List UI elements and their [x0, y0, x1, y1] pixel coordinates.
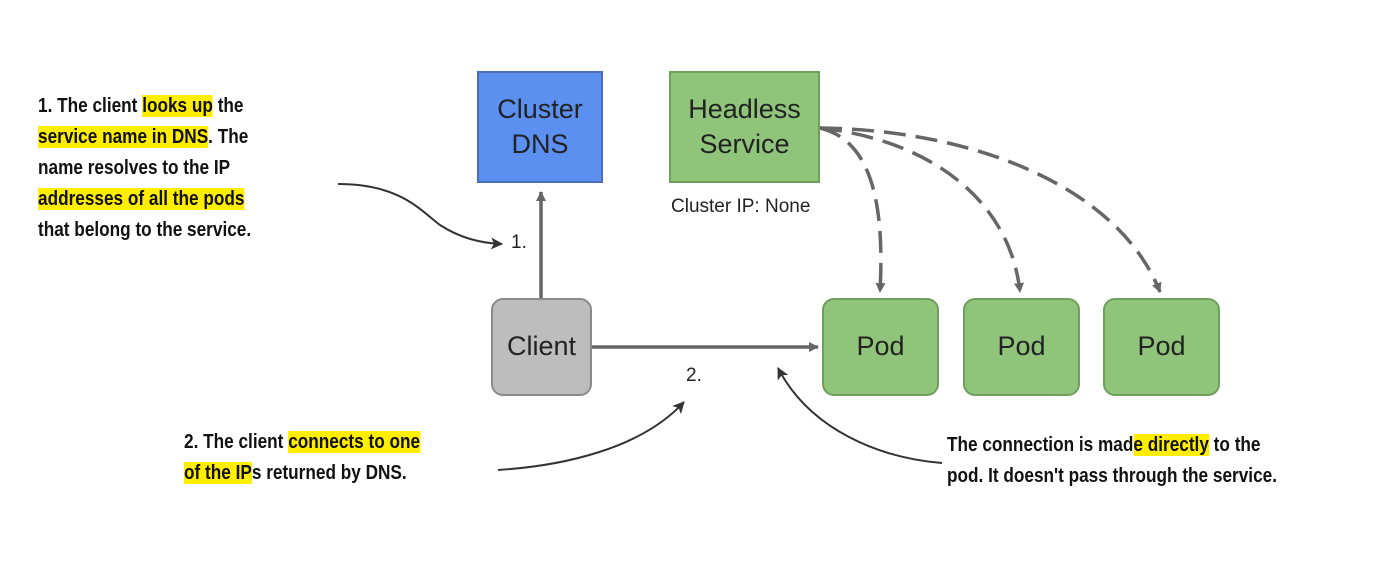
note-line: service name in DNS. The	[38, 122, 251, 153]
highlighted-text: connects to one	[288, 431, 421, 453]
note-direct-connection: The connection is made directly to the po…	[947, 430, 1277, 492]
highlighted-text: addresses of all the pods	[38, 188, 245, 210]
note-line: addresses of all the pods	[38, 184, 251, 215]
client-label: Client	[506, 331, 577, 362]
pod-box: Pod	[822, 298, 939, 396]
pod-label: Pod	[997, 331, 1046, 362]
pod-label: Pod	[856, 331, 905, 362]
note-text: 1. The client	[38, 95, 143, 117]
cluster-dns-label-line1: Cluster	[497, 93, 583, 124]
dashed-arrow-service-to-pod-1	[819, 126, 886, 293]
note-line: The connection is made directly to the	[947, 430, 1277, 461]
dashed-arrow-service-to-pod-3	[819, 126, 1162, 293]
note-text: 2. The client	[184, 431, 289, 453]
note-text: pod. It doesn't pass through the service…	[947, 465, 1277, 487]
step-1-label: 1.	[511, 232, 527, 253]
note-line: that belong to the service.	[38, 215, 251, 246]
client-box: Client	[491, 298, 592, 396]
highlighted-text: e directly	[1133, 434, 1209, 456]
note-text: The connection is mad	[947, 434, 1134, 456]
note-text: the	[212, 95, 244, 117]
pod-box: Pod	[963, 298, 1080, 396]
note-line: name resolves to the IP	[38, 153, 251, 184]
note-text: to the	[1208, 434, 1261, 456]
note-text: name resolves to the IP	[38, 157, 231, 179]
note-line: 2. The client connects to one	[184, 427, 421, 458]
note-text: s returned by DNS.	[251, 462, 407, 484]
step-2-label: 2.	[686, 365, 702, 386]
pod-box: Pod	[1103, 298, 1220, 396]
highlighted-text: service name in DNS	[38, 126, 209, 148]
cluster-dns-box: Cluster DNS	[477, 71, 603, 183]
note-text: that belong to the service.	[38, 219, 252, 241]
callout-curve-connect	[497, 401, 685, 471]
headless-service-label-line2: Service	[699, 129, 790, 159]
highlighted-text: looks up	[142, 95, 213, 117]
note-line: pod. It doesn't pass through the service…	[947, 461, 1277, 492]
highlighted-text: of the IP	[184, 462, 252, 484]
pod-label: Pod	[1137, 331, 1186, 362]
cluster-dns-label-line2: DNS	[511, 129, 569, 159]
callout-curve-dns-lookup	[337, 183, 503, 250]
note-line: 1. The client looks up the	[38, 91, 251, 122]
callout-curve-direct	[777, 367, 943, 464]
note-text: . The	[208, 126, 249, 148]
dashed-arrow-service-to-pod-2	[819, 126, 1024, 293]
headless-service-label-line1: Headless	[688, 93, 801, 124]
note-line: of the IPs returned by DNS.	[184, 458, 420, 489]
cluster-ip-label: Cluster IP: None	[671, 196, 811, 217]
headless-service-box: Headless Service	[669, 71, 820, 183]
